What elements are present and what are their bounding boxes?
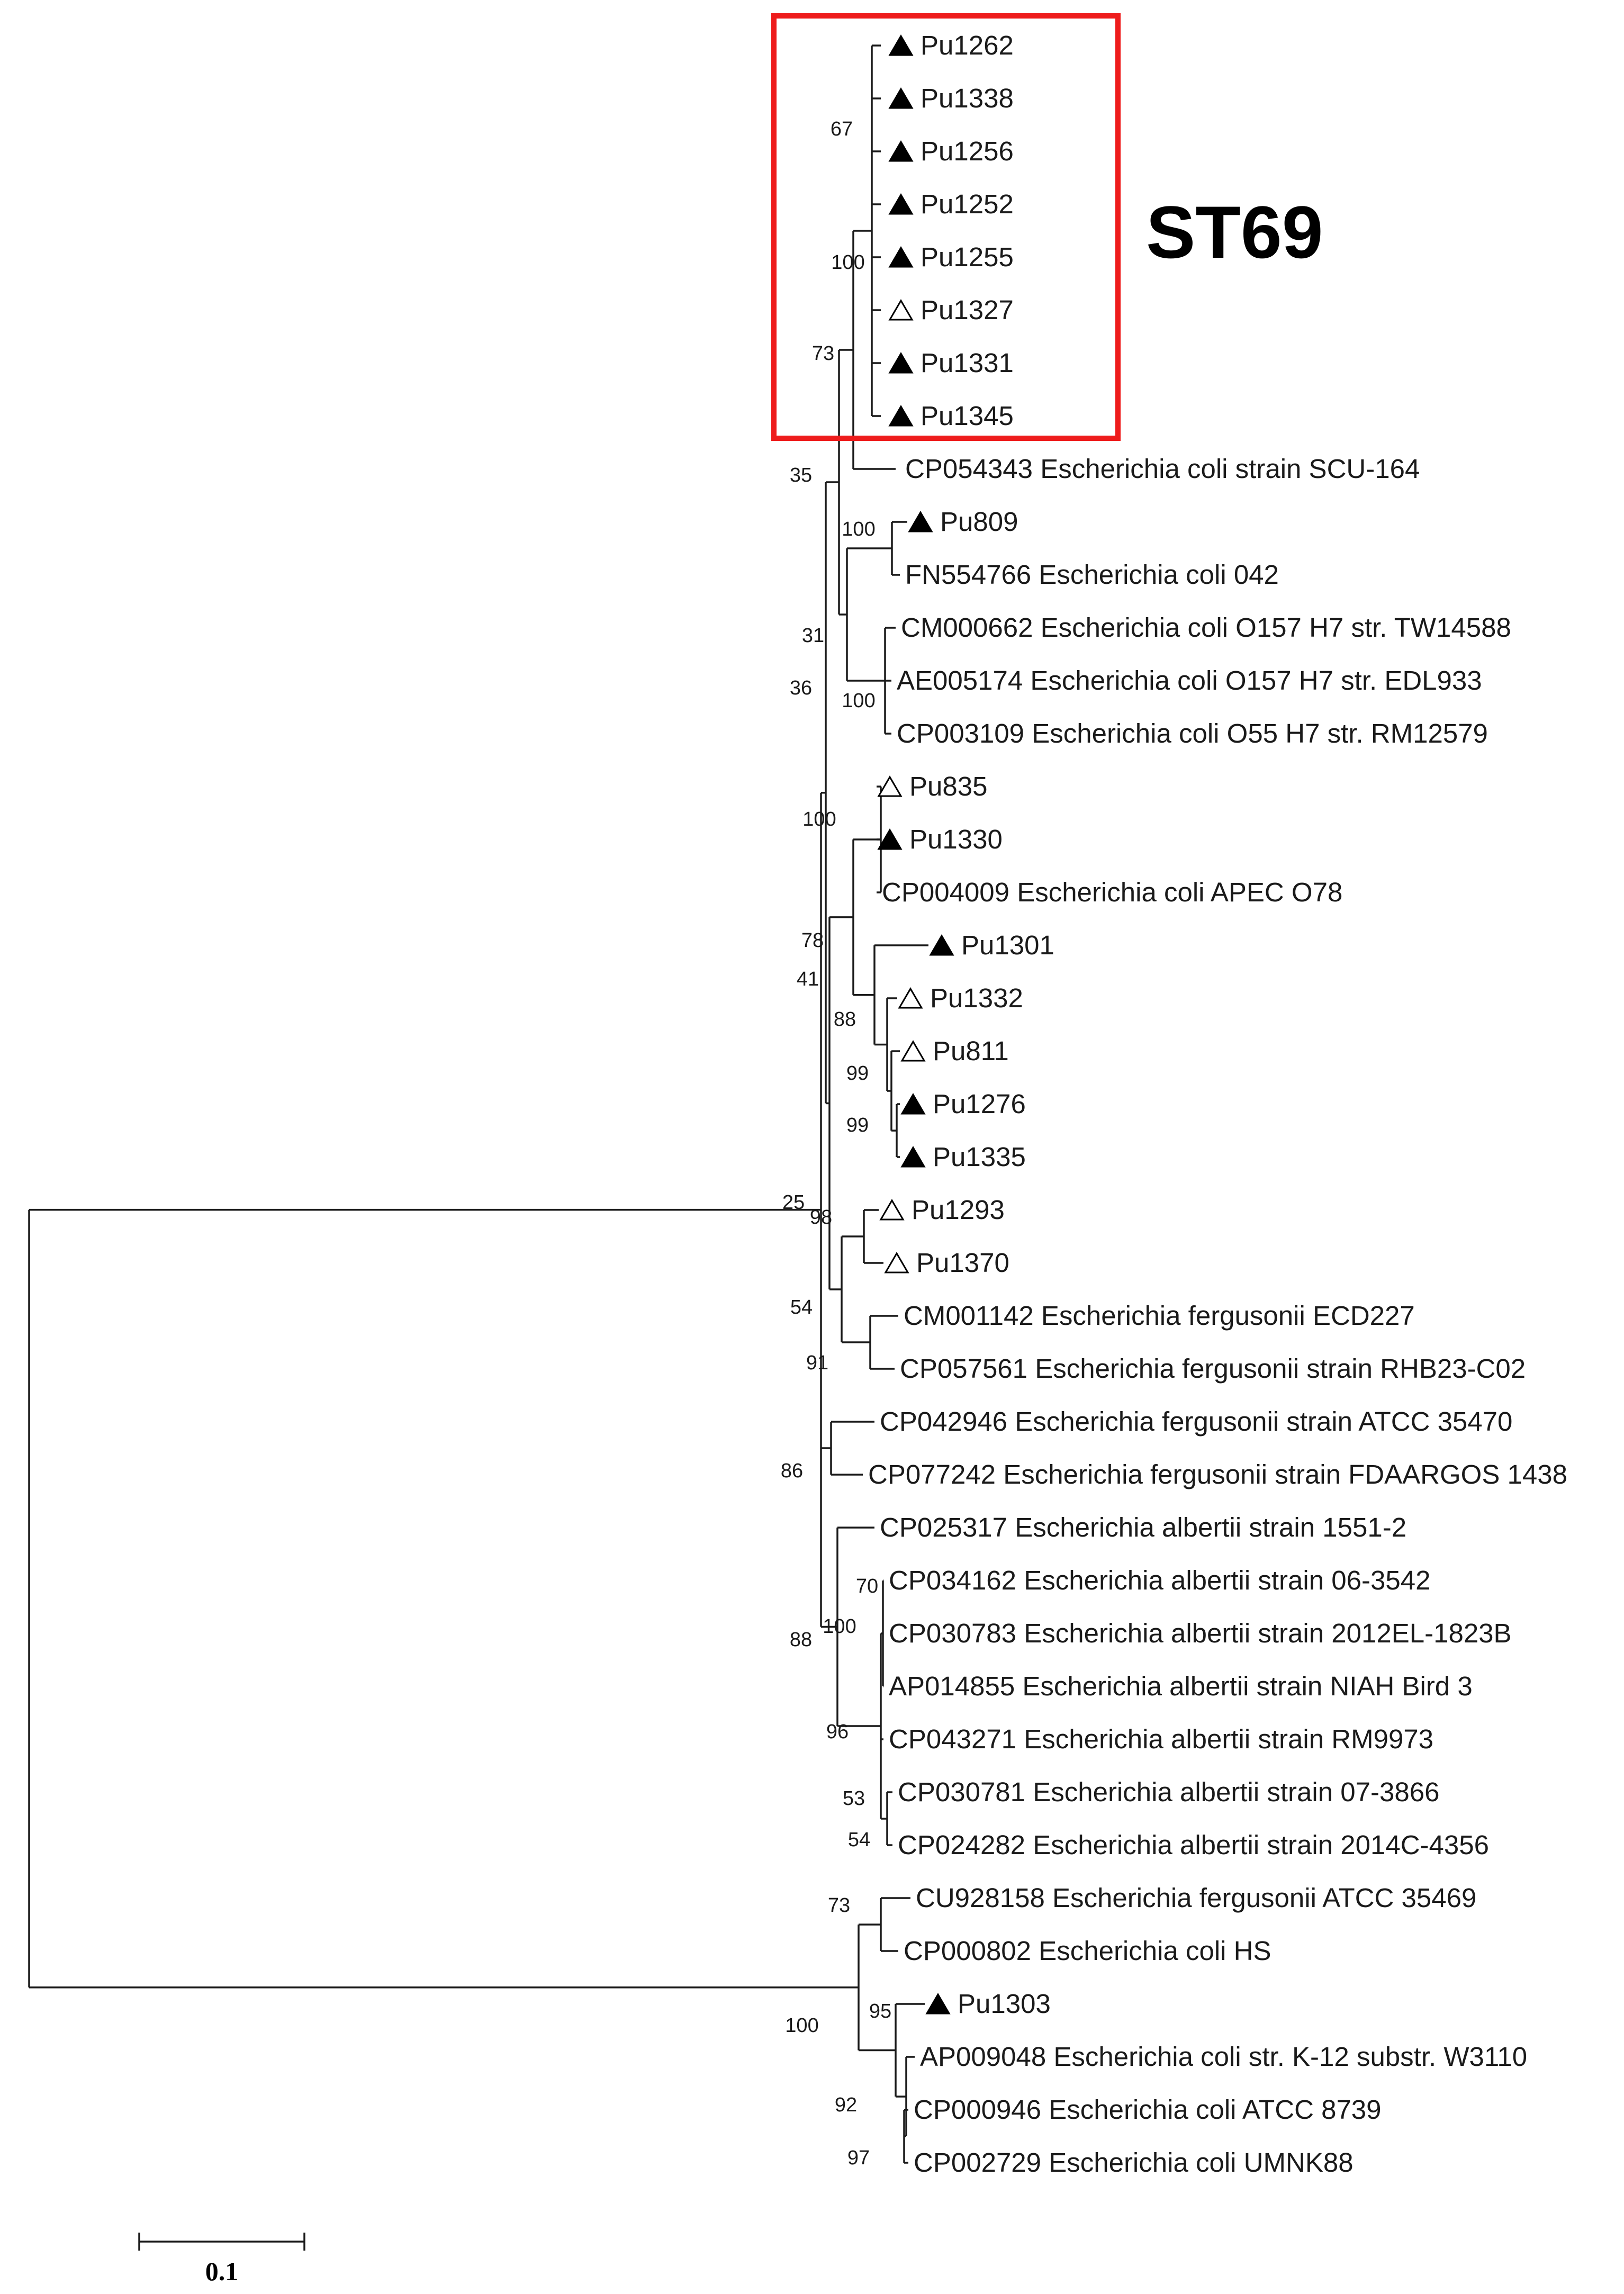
st69-highlight-box: [771, 13, 1121, 441]
tip-label: CU928158 Escherichia fergusonii ATCC 354…: [916, 1883, 1476, 1913]
filled-triangle-icon: [888, 87, 914, 109]
tip-label: Pu1252: [921, 189, 1014, 219]
bootstrap-value: 95: [869, 2000, 891, 2022]
tip-label: Pu811: [933, 1036, 1009, 1066]
tip-label: Pu809: [940, 507, 1018, 537]
scale-bar-label: 0.1: [205, 2256, 239, 2286]
tip-label: Pu1330: [909, 824, 1003, 854]
tip-label: Pu1293: [912, 1195, 1005, 1225]
tip-label: CP003109 Escherichia coli O55 H7 str. RM…: [897, 718, 1488, 748]
bootstrap-value: 78: [801, 929, 824, 952]
tip-label: CP024282 Escherichia albertii strain 201…: [898, 1830, 1489, 1860]
bootstrap-value: 100: [831, 251, 864, 274]
bootstrap-value: 100: [823, 1615, 856, 1638]
tip-label: CP002729 Escherichia coli UMNK88: [914, 2147, 1354, 2178]
open-triangle-icon: [877, 775, 903, 797]
tip-label: CP043271 Escherichia albertii strain RM9…: [889, 1724, 1433, 1754]
filled-triangle-icon: [888, 140, 914, 162]
bootstrap-value: 91: [806, 1352, 828, 1374]
tip-label: CP042946 Escherichia fergusonii strain A…: [880, 1406, 1512, 1437]
bootstrap-value: 99: [846, 1062, 869, 1085]
tip-label: CP034162 Escherichia albertii strain 06-…: [889, 1565, 1430, 1595]
filled-triangle-icon: [925, 1993, 951, 2015]
tip-label: CP004009 Escherichia coli APEC O78: [882, 877, 1342, 907]
filled-triangle-icon: [888, 193, 914, 215]
bootstrap-value: 98: [810, 1206, 832, 1229]
bootstrap-value: 100: [842, 690, 875, 712]
tip-label: Pu1262: [921, 30, 1014, 60]
bootstrap-value: 54: [848, 1829, 870, 1851]
tip-label: Pu1276: [933, 1089, 1026, 1119]
tip-label: Pu1345: [921, 401, 1014, 431]
tip-label: CP054343 Escherichia coli strain SCU-164: [905, 454, 1420, 484]
open-triangle-icon: [879, 1199, 905, 1221]
filled-triangle-icon: [908, 511, 933, 532]
bootstrap-value: 100: [802, 808, 836, 830]
tip-label: AP014855 Escherichia albertii strain NIA…: [889, 1671, 1473, 1701]
bootstrap-value: 36: [790, 677, 812, 699]
bootstrap-value: 41: [797, 968, 819, 990]
bootstrap-value: 99: [846, 1114, 869, 1136]
tip-label: CP030781 Escherichia albertii strain 07-…: [898, 1777, 1439, 1807]
tip-label: CP025317 Escherichia albertii strain 155…: [880, 1512, 1406, 1542]
tip-label: Pu835: [909, 771, 987, 801]
tip-label: Pu1256: [921, 136, 1014, 166]
tip-label: Pu1327: [921, 295, 1014, 325]
filled-triangle-icon: [888, 34, 914, 56]
filled-triangle-icon: [888, 246, 914, 268]
filled-triangle-icon: [877, 828, 903, 850]
tree-tips: Pu1262Pu1338Pu1256Pu1252Pu1255Pu1327Pu13…: [868, 30, 1567, 2178]
bootstrap-value: 25: [782, 1191, 805, 1214]
open-triangle-icon: [888, 299, 914, 321]
bootstrap-value: 31: [802, 625, 824, 647]
open-triangle-icon: [884, 1252, 909, 1274]
tip-label: AE005174 Escherichia coli O157 H7 str. E…: [897, 665, 1482, 696]
bootstrap-value: 92: [835, 2094, 857, 2116]
bootstrap-value: 100: [785, 2015, 818, 2037]
bootstrap-value: 70: [856, 1575, 878, 1597]
tip-label: AP009048 Escherichia coli str. K-12 subs…: [920, 2042, 1527, 2072]
bootstrap-value: 73: [828, 1894, 850, 1917]
st69-clade-label: ST69: [1146, 191, 1323, 274]
tree-branches: [28, 44, 928, 2164]
bootstrap-value: 73: [812, 342, 834, 365]
tip-label: CP030783 Escherichia albertii strain 201…: [889, 1618, 1512, 1648]
tip-label: Pu1335: [933, 1142, 1026, 1172]
bootstrap-value: 88: [790, 1629, 812, 1651]
filled-triangle-icon: [900, 1093, 926, 1115]
filled-triangle-icon: [900, 1146, 926, 1168]
tip-label: Pu1331: [921, 348, 1014, 378]
tip-label: Pu1301: [961, 930, 1054, 960]
filled-triangle-icon: [929, 934, 954, 956]
open-triangle-icon: [898, 987, 923, 1009]
tip-label: CP057561 Escherichia fergusonii strain R…: [900, 1353, 1526, 1384]
tip-label: CP000802 Escherichia coli HS: [904, 1936, 1271, 1966]
filled-triangle-icon: [888, 405, 914, 427]
tip-label: Pu1303: [958, 1989, 1051, 2019]
tip-label: Pu1370: [916, 1248, 1009, 1278]
tip-label: Pu1255: [921, 242, 1014, 272]
bootstrap-value: 54: [790, 1296, 813, 1318]
bootstrap-value: 100: [842, 518, 875, 540]
tip-label: CP000946 Escherichia coli ATCC 8739: [914, 2094, 1382, 2125]
tip-label: CM000662 Escherichia coli O157 H7 str. T…: [901, 612, 1511, 643]
bootstrap-value: 97: [847, 2147, 870, 2169]
tip-label: CP077242 Escherichia fergusonii strain F…: [868, 1459, 1567, 1489]
bootstrap-value: 86: [781, 1460, 803, 1482]
tip-label: Pu1338: [921, 83, 1014, 113]
tip-label: Pu1332: [930, 983, 1023, 1013]
bootstrap-value: 35: [790, 464, 812, 486]
bootstrap-value: 88: [834, 1008, 856, 1031]
tip-label: CM001142 Escherichia fergusonii ECD227: [904, 1300, 1415, 1331]
bootstrap-value: 67: [831, 118, 853, 140]
filled-triangle-icon: [888, 352, 914, 374]
bootstrap-value: 96: [826, 1721, 849, 1743]
tip-label: FN554766 Escherichia coli 042: [905, 559, 1279, 590]
bootstrap-value: 53: [843, 1787, 865, 1810]
open-triangle-icon: [900, 1040, 926, 1062]
